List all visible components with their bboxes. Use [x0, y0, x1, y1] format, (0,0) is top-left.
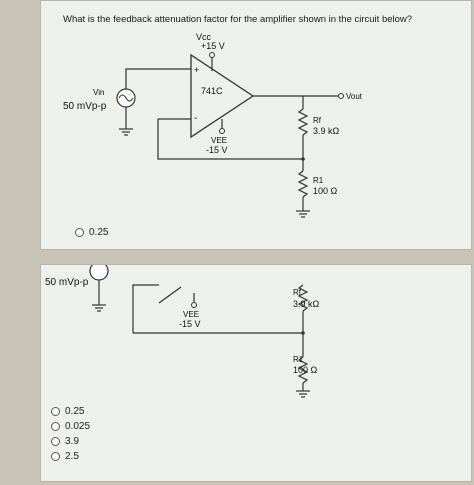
source-value: 50 mVp-p: [45, 277, 89, 288]
option-label: 0.25: [89, 227, 109, 238]
option-label: 0.025: [65, 421, 91, 432]
option-label: 2.5: [65, 451, 79, 462]
ground-icon: [296, 390, 310, 398]
vee-value: -15 V: [179, 319, 201, 329]
sine-icon: [118, 94, 134, 102]
source-value: 50 mVp-p: [63, 101, 107, 112]
option-label: 3.9: [65, 436, 79, 447]
ac-source: [89, 265, 109, 281]
ground-icon: [296, 210, 310, 218]
feedback-node: [301, 331, 305, 335]
vcc-terminal: [209, 52, 215, 58]
radio-button[interactable]: [51, 437, 60, 446]
answer-option[interactable]: 2.5: [51, 451, 79, 462]
ground-icon: [119, 128, 133, 136]
answer-option[interactable]: 0.25: [75, 227, 108, 238]
rf-label: Rf: [293, 288, 302, 297]
circuit-diagram-bottom: 50 mVp-p VEE -15 V Rf 3.9 kΩ R1 100 Ω: [45, 265, 320, 398]
r1-resistor: [297, 356, 309, 384]
radio-button[interactable]: [51, 422, 60, 431]
vcc-label: Vcc: [196, 32, 212, 42]
vee-terminal: [219, 128, 225, 134]
vee-label: VEE: [211, 136, 227, 145]
question-panel-top: What is the feedback attenuation factor …: [40, 0, 472, 250]
circuit-diagram-top: Vcc +15 V 741C + - Vin 50 mVp-p VEE -15 …: [63, 32, 363, 218]
rf-value: 3.9 kΩ: [293, 299, 320, 309]
radio-button[interactable]: [75, 228, 84, 237]
answer-option[interactable]: 3.9: [51, 436, 79, 447]
r1-resistor: [297, 170, 309, 198]
vout-terminal: [338, 93, 344, 99]
r1-value: 100 Ω: [313, 186, 338, 196]
vee-terminal: [191, 302, 197, 308]
vout-label: Vout: [346, 92, 363, 101]
ground-icon: [92, 304, 106, 312]
answer-option[interactable]: 0.25: [51, 406, 84, 417]
vcc-value: +15 V: [201, 41, 225, 51]
feedback-wire: [157, 119, 303, 160]
answer-option[interactable]: 0.025: [51, 421, 90, 432]
rf-resistor: [297, 108, 309, 136]
rf-label: Rf: [313, 116, 322, 125]
minus-sign: -: [194, 113, 197, 124]
rf-value: 3.9 kΩ: [313, 126, 340, 136]
vee-label: VEE: [183, 310, 199, 319]
r1-label: R1: [293, 355, 304, 364]
vee-value: -15 V: [206, 145, 228, 155]
r1-label: R1: [313, 176, 324, 185]
plus-sign: +: [194, 65, 199, 75]
feedback-node: [301, 157, 305, 161]
vin-label: Vin: [93, 88, 104, 97]
rf-resistor: [297, 284, 309, 312]
opamp-triangle: [190, 53, 255, 139]
option-label: 0.25: [65, 406, 85, 417]
r1-value: 100 Ω: [293, 365, 318, 375]
inverting-wire: [132, 284, 159, 333]
radio-button[interactable]: [51, 452, 60, 461]
radio-button[interactable]: [51, 407, 60, 416]
opamp-label: 741C: [201, 86, 223, 96]
opamp-edge: [158, 286, 182, 304]
question-panel-bottom: 50 mVp-p VEE -15 V Rf 3.9 kΩ R1 100 Ω 0: [40, 264, 472, 482]
question-text: What is the feedback attenuation factor …: [63, 14, 413, 25]
noninverting-wire: [125, 68, 191, 89]
